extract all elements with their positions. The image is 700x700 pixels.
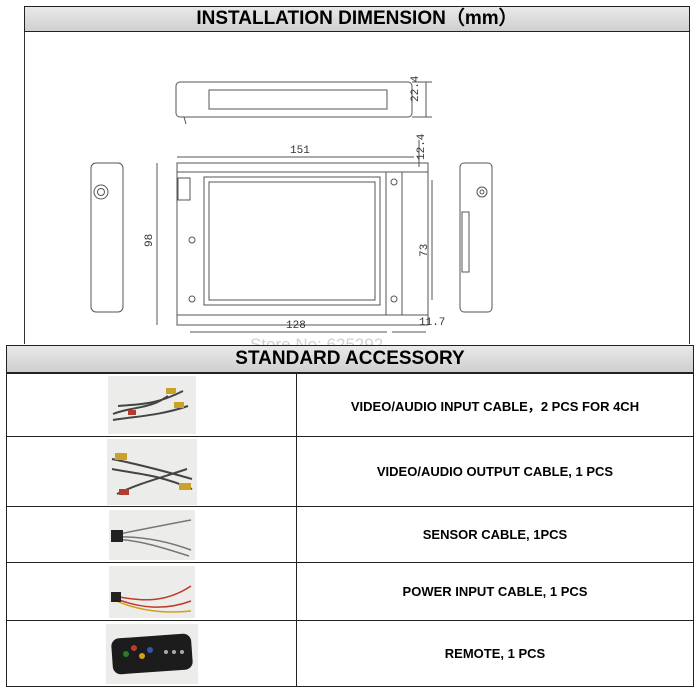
table-row: REMOTE, 1 PCS bbox=[6, 620, 694, 687]
accessory-label: VIDEO/AUDIO INPUT CABLE，2 PCS FOR 4CH bbox=[296, 373, 694, 437]
accessory-table: VIDEO/AUDIO INPUT CABLE，2 PCS FOR 4CH VI… bbox=[6, 373, 694, 687]
side-view-outline bbox=[175, 81, 413, 118]
dim-width-inner: 128 bbox=[286, 320, 306, 332]
dim-height-side: 22.4 bbox=[410, 75, 422, 102]
table-row: VIDEO/AUDIO OUTPUT CABLE, 1 PCS bbox=[6, 436, 694, 507]
installation-dimension-title: INSTALLATION DIMENSION（mm） bbox=[24, 6, 690, 32]
input-cable-photo bbox=[107, 376, 196, 434]
dimension-drawing-frame bbox=[24, 32, 690, 344]
accessory-label: VIDEO/AUDIO OUTPUT CABLE, 1 PCS bbox=[296, 436, 694, 507]
table-row: POWER INPUT CABLE, 1 PCS bbox=[6, 562, 694, 621]
sensor-cable-photo bbox=[108, 509, 195, 560]
left-end-view bbox=[90, 162, 124, 313]
accessory-label: SENSOR CABLE, 1PCS bbox=[296, 506, 694, 563]
output-cable-photo bbox=[106, 438, 197, 505]
dim-height-inner: 73 bbox=[419, 244, 431, 257]
dim-width-total: 151 bbox=[290, 145, 310, 157]
front-view-outline bbox=[176, 162, 429, 326]
side-view-slot bbox=[208, 89, 388, 110]
dim-offset-top: 12.4 bbox=[416, 133, 428, 160]
power-cable-photo bbox=[108, 565, 195, 618]
standard-accessory-title: STANDARD ACCESSORY bbox=[6, 345, 694, 373]
table-row: SENSOR CABLE, 1PCS bbox=[6, 506, 694, 563]
dim-offset-bottom: 11.7 bbox=[419, 317, 445, 329]
remote-photo bbox=[105, 623, 198, 684]
dim-height-front: 98 bbox=[144, 234, 156, 247]
dimension-drawing: 22.4 151 12.4 98 73 128 11.7 bbox=[90, 75, 493, 333]
table-row: VIDEO/AUDIO INPUT CABLE，2 PCS FOR 4CH bbox=[6, 373, 694, 437]
accessory-label: POWER INPUT CABLE, 1 PCS bbox=[296, 562, 694, 621]
accessory-label: REMOTE, 1 PCS bbox=[296, 620, 694, 687]
right-end-view bbox=[459, 162, 493, 313]
front-view-screen bbox=[203, 176, 381, 306]
